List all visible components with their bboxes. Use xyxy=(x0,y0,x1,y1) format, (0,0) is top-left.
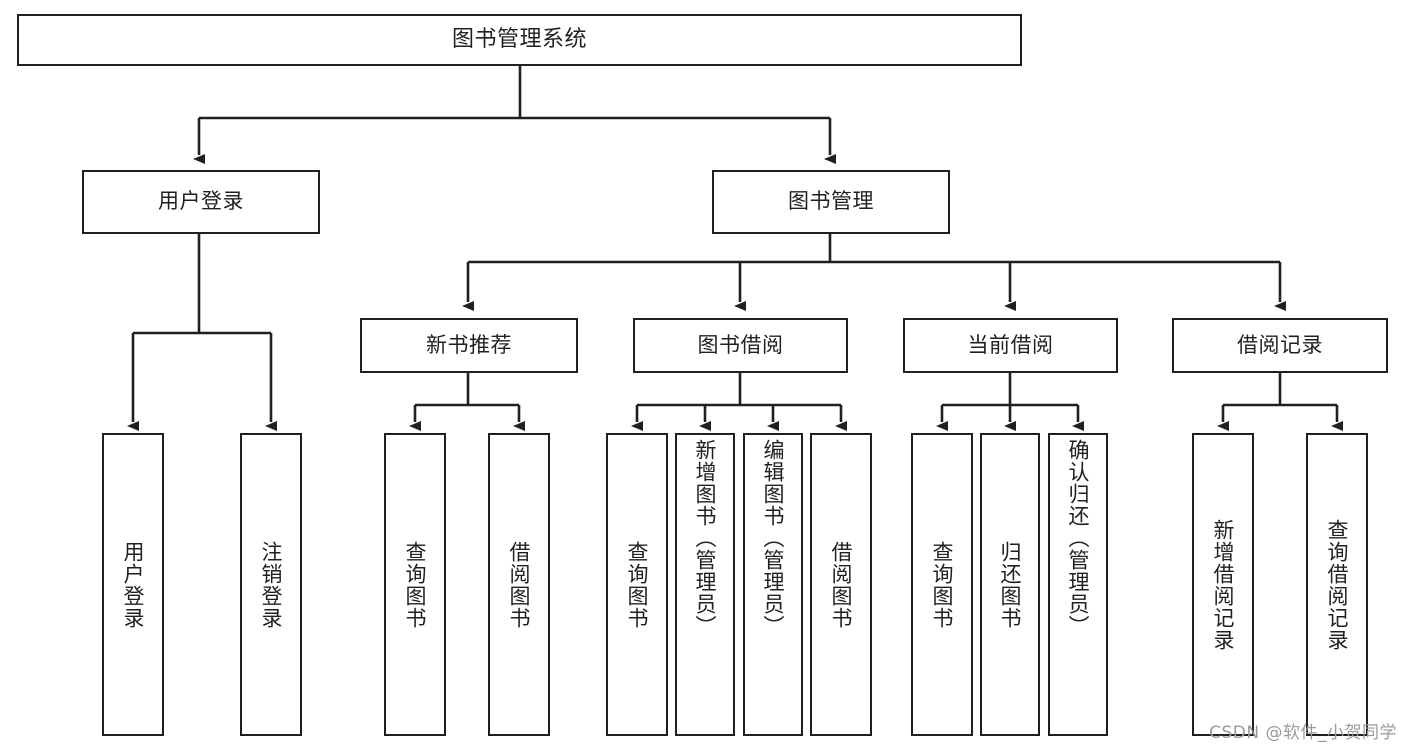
node-current-borrow-label: 当前借阅 xyxy=(967,332,1054,357)
leaf-query-book-2-label: 查询图书 xyxy=(625,540,650,629)
node-borrow-record-label: 借阅记录 xyxy=(1237,332,1323,357)
leaf-add-book-label: 新增图书（管理员） xyxy=(693,439,718,637)
node-book-borrow[interactable]: 图书借阅 xyxy=(633,318,848,373)
node-borrow-record[interactable]: 借阅记录 xyxy=(1172,318,1388,373)
leaf-query-book-3-label: 查询图书 xyxy=(930,540,955,629)
leaf-borrow-book-1[interactable]: 借阅图书 xyxy=(488,433,550,736)
leaf-add-record-label: 新增借阅记录 xyxy=(1211,518,1236,651)
node-root[interactable]: 图书管理系统 xyxy=(17,14,1022,66)
leaf-confirm-return[interactable]: 确认归还（管理员） xyxy=(1048,433,1108,736)
leaf-borrow-book-2-label: 借阅图书 xyxy=(829,540,854,629)
leaf-return-book[interactable]: 归还图书 xyxy=(980,433,1040,736)
leaf-query-record-label: 查询借阅记录 xyxy=(1325,518,1350,651)
leaf-edit-book[interactable]: 编辑图书（管理员） xyxy=(743,433,803,736)
node-book-borrow-label: 图书借阅 xyxy=(697,332,784,357)
leaf-edit-book-label: 编辑图书（管理员） xyxy=(761,439,786,637)
leaf-logout-login[interactable]: 注销登录 xyxy=(240,433,302,736)
node-new-book-recommend-label: 新书推荐 xyxy=(426,332,512,357)
leaf-add-record[interactable]: 新增借阅记录 xyxy=(1192,433,1254,736)
watermark-text: CSDN @软件_小贺同学 xyxy=(1209,723,1397,743)
node-root-label: 图书管理系统 xyxy=(451,26,587,52)
node-book-manage-label: 图书管理 xyxy=(788,189,874,214)
leaf-return-book-label: 归还图书 xyxy=(998,540,1023,629)
leaf-logout-login-label: 注销登录 xyxy=(259,540,284,629)
leaf-add-book[interactable]: 新增图书（管理员） xyxy=(675,433,735,736)
node-user-login-label: 用户登录 xyxy=(158,189,244,214)
leaf-confirm-return-label: 确认归还（管理员） xyxy=(1066,439,1091,637)
leaf-query-book-3[interactable]: 查询图书 xyxy=(911,433,973,736)
leaf-query-book-1[interactable]: 查询图书 xyxy=(384,433,446,736)
leaf-query-book-1-label: 查询图书 xyxy=(403,540,428,629)
node-current-borrow[interactable]: 当前借阅 xyxy=(903,318,1118,373)
node-new-book-recommend[interactable]: 新书推荐 xyxy=(360,318,578,373)
leaf-borrow-book-2[interactable]: 借阅图书 xyxy=(810,433,872,736)
node-book-manage[interactable]: 图书管理 xyxy=(712,170,950,234)
leaf-query-record[interactable]: 查询借阅记录 xyxy=(1306,433,1368,736)
node-user-login[interactable]: 用户登录 xyxy=(82,170,320,234)
leaf-query-book-2[interactable]: 查询图书 xyxy=(606,433,668,736)
leaf-user-login[interactable]: 用户登录 xyxy=(102,433,164,736)
leaf-borrow-book-1-label: 借阅图书 xyxy=(507,540,532,629)
leaf-user-login-label: 用户登录 xyxy=(121,540,146,629)
